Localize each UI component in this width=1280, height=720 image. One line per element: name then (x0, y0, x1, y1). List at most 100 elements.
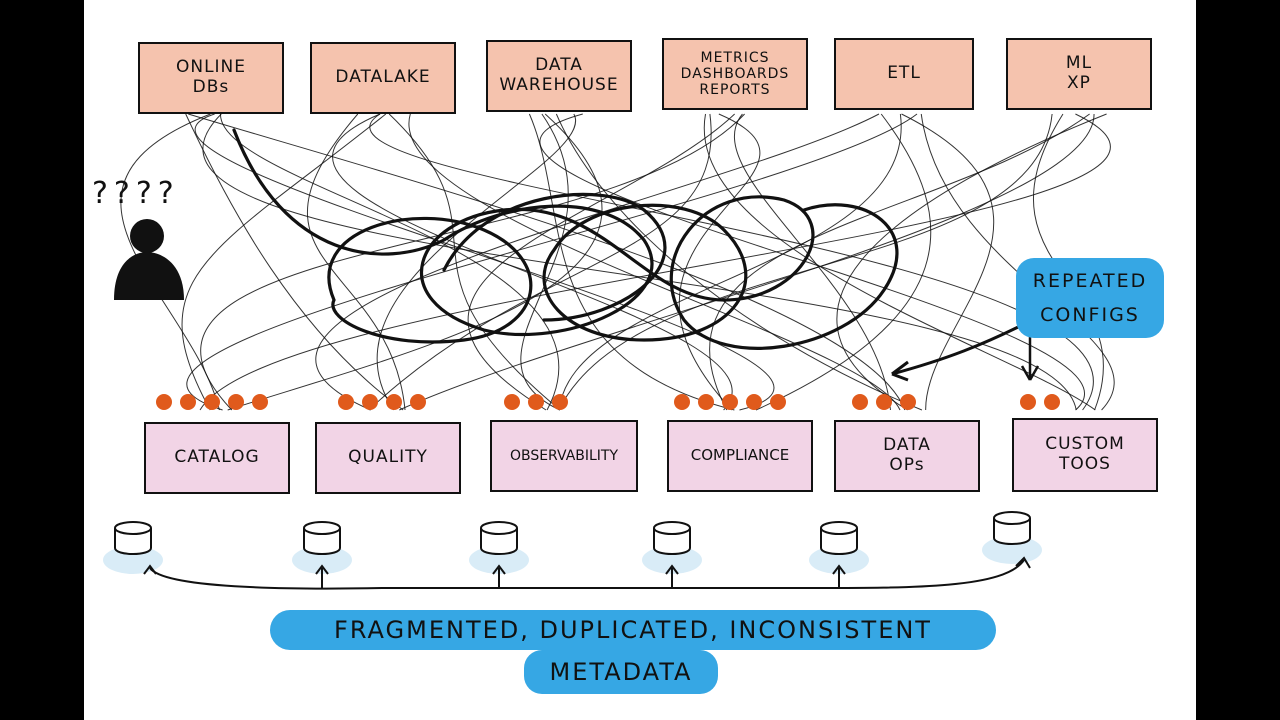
up-arrow (315, 564, 329, 588)
node-data-ops: DATA OPs (834, 420, 980, 492)
question-marks: ???? (92, 176, 180, 211)
orange-dot (770, 394, 786, 410)
database-icon-top (993, 511, 1031, 525)
connection-line (194, 113, 775, 411)
connection-line (709, 113, 1090, 411)
arrowhead-custom (1020, 365, 1040, 381)
orange-dot (1044, 394, 1060, 410)
orange-dot (698, 394, 714, 410)
node-etl: ETL (834, 38, 974, 110)
node-custom-tools-label: CUSTOM TOOS (1045, 434, 1125, 474)
db-glow (469, 546, 529, 574)
orange-dot (386, 394, 402, 410)
connection-line (368, 113, 712, 411)
metadata-bracket (149, 559, 1025, 590)
node-catalog-label: CATALOG (174, 447, 260, 468)
db-glow (982, 536, 1042, 564)
orange-dot (362, 394, 378, 410)
connection-line (186, 113, 918, 411)
up-arrow (492, 564, 506, 588)
connection-line (307, 113, 406, 411)
node-online-dbs: ONLINE DBs (138, 42, 284, 114)
orange-dot (180, 394, 196, 410)
tangle-loop (327, 216, 533, 344)
node-etl-label: ETL (887, 63, 921, 84)
db-glow (809, 546, 869, 574)
tangle-loop (232, 128, 899, 350)
node-metrics: METRICS DASHBOARDS REPORTS (662, 38, 808, 110)
database-icon (480, 528, 518, 555)
node-datalake-label: DATALAKE (335, 67, 431, 88)
orange-dot (228, 394, 244, 410)
db-glow (292, 546, 352, 574)
node-observability-label: OBSERVABILITY (509, 447, 619, 464)
node-catalog: CATALOG (144, 422, 290, 494)
connection-line (558, 113, 902, 411)
node-quality-label: QUALITY (348, 447, 428, 468)
connection-line (181, 113, 387, 411)
node-compliance: COMPLIANCE (667, 420, 813, 492)
connection-line (202, 113, 1077, 411)
connection-line (369, 113, 1094, 411)
arrow-to-dataops (891, 316, 1037, 376)
up-arrow (832, 564, 846, 588)
connection-line (836, 113, 1107, 411)
database-icon-top (114, 521, 152, 535)
database-icon-top (820, 521, 858, 535)
orange-dot (252, 394, 268, 410)
orange-dot (528, 394, 544, 410)
db-glow (642, 546, 702, 574)
repeated-configs-callout: REPEATED CONFIGS (1016, 258, 1164, 338)
repeated-configs-label: REPEATED CONFIGS (1032, 270, 1148, 326)
connection-line (200, 113, 745, 411)
orange-dot (722, 394, 738, 410)
up-arrow (665, 564, 679, 588)
user-head (130, 219, 164, 253)
database-icon-top (303, 521, 341, 535)
orange-dot (338, 394, 354, 410)
connection-line (703, 113, 1096, 411)
node-observability: OBSERVABILITY (490, 420, 638, 492)
node-datalake: DATALAKE (310, 42, 456, 114)
database-icon (653, 528, 691, 555)
node-ml-xp: ML XP (1006, 38, 1152, 110)
connection-line (199, 113, 1111, 411)
connection-line (332, 113, 733, 411)
tangle-loop (442, 192, 667, 322)
node-metrics-label: METRICS DASHBOARDS REPORTS (680, 49, 790, 99)
metadata-banner: METADATA (524, 650, 718, 694)
node-ml-xp-label: ML XP (1065, 53, 1093, 93)
arrowhead-dataops (891, 360, 909, 382)
node-online-dbs-label: ONLINE DBs (175, 57, 247, 97)
connection-line (219, 113, 559, 411)
connection-lines-layer (103, 113, 1115, 590)
orange-dot (504, 394, 520, 410)
connection-line (755, 113, 932, 411)
node-compliance-label: COMPLIANCE (690, 446, 790, 465)
orange-dot (674, 394, 690, 410)
database-icon (114, 528, 152, 555)
up-arrow (1015, 556, 1031, 569)
connection-line (678, 113, 761, 411)
node-data-ops-label: DATA OPs (883, 435, 931, 475)
connection-line (555, 113, 923, 411)
orange-dot (410, 394, 426, 410)
orange-dot (1020, 394, 1036, 410)
node-data-warehouse-label: DATA WAREHOUSE (499, 55, 619, 95)
connection-line (185, 113, 404, 411)
database-icon (303, 528, 341, 555)
orange-dot (552, 394, 568, 410)
connection-line (315, 113, 880, 411)
connection-line (539, 113, 1085, 411)
database-icon (820, 528, 858, 555)
fragmented-banner: FRAGMENTED, DUPLICATED, INCONSISTENT (270, 610, 996, 650)
node-data-warehouse: DATA WAREHOUSE (486, 40, 632, 112)
diagram-canvas: ONLINE DBs DATALAKE DATA WAREHOUSE METRI… (84, 0, 1196, 720)
orange-dot (746, 394, 762, 410)
orange-dot (156, 394, 172, 410)
user-body (114, 252, 184, 300)
connection-line (528, 113, 735, 411)
node-custom-tools: CUSTOM TOOS (1012, 418, 1158, 492)
database-icon-top (480, 521, 518, 535)
orange-dot (900, 394, 916, 410)
